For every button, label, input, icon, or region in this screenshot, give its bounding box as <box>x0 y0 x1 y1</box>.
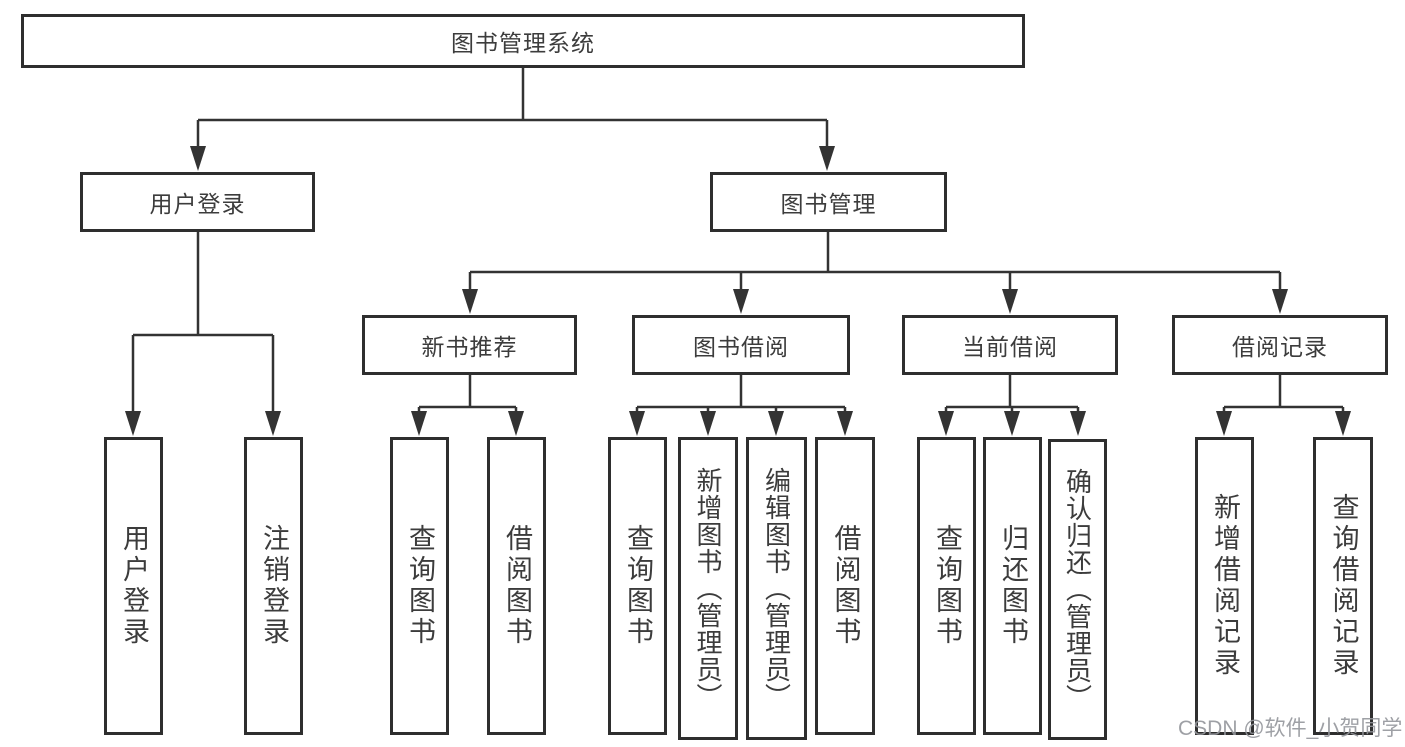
node-borrow-record-label: 借阅记录 <box>1232 334 1328 360</box>
leaf-query-borrow-record: 查询借阅记录 <box>1313 437 1373 735</box>
leaf-logout-label: 注销登录 <box>259 524 289 648</box>
leaf-query-book-1: 查询图书 <box>390 437 449 735</box>
leaf-query-book-2: 查询图书 <box>608 437 667 735</box>
leaf-confirm-return-admin: 确认归还（管理员） <box>1048 439 1107 740</box>
leaf-add-borrow-record: 新增借阅记录 <box>1195 437 1254 735</box>
node-root: 图书管理系统 <box>21 14 1025 68</box>
leaf-query-book-3-label: 查询图书 <box>932 524 962 648</box>
node-new-book-recommend-label: 新书推荐 <box>421 334 518 360</box>
node-user-login-label: 用户登录 <box>149 191 246 217</box>
leaf-add-borrow-record-label: 新增借阅记录 <box>1210 493 1240 679</box>
leaf-borrow-book-1: 借阅图书 <box>487 437 546 735</box>
leaf-edit-book-admin-label: 编辑图书（管理员） <box>761 467 792 710</box>
csdn-watermark: CSDN @软件_小贺同学 <box>1178 717 1403 740</box>
leaf-query-book-2-label: 查询图书 <box>623 524 653 648</box>
node-book-management: 图书管理 <box>710 172 947 232</box>
node-current-borrow: 当前借阅 <box>902 315 1118 375</box>
leaf-confirm-return-admin-label: 确认归还（管理员） <box>1062 468 1093 711</box>
node-current-borrow-label: 当前借阅 <box>962 334 1058 360</box>
leaf-query-book-1-label: 查询图书 <box>405 524 435 648</box>
node-book-borrow: 图书借阅 <box>632 315 850 375</box>
leaf-add-book-admin: 新增图书（管理员） <box>678 437 738 740</box>
leaf-return-book: 归还图书 <box>983 437 1042 735</box>
leaf-return-book-label: 归还图书 <box>998 524 1028 648</box>
leaf-borrow-book-1-label: 借阅图书 <box>502 524 532 648</box>
node-new-book-recommend: 新书推荐 <box>362 315 577 375</box>
leaf-borrow-book-2-label: 借阅图书 <box>830 524 861 648</box>
arrowheads <box>125 146 1351 436</box>
leaf-borrow-book-2: 借阅图书 <box>815 437 875 735</box>
node-user-login: 用户登录 <box>80 172 315 232</box>
node-book-management-label: 图书管理 <box>780 191 877 217</box>
node-root-label: 图书管理系统 <box>451 30 595 56</box>
leaf-add-book-admin-label: 新增图书（管理员） <box>693 467 723 710</box>
leaf-user-login: 用户登录 <box>104 437 163 735</box>
node-borrow-record: 借阅记录 <box>1172 315 1388 375</box>
leaf-query-book-3: 查询图书 <box>917 437 976 735</box>
node-book-borrow-label: 图书借阅 <box>693 334 789 360</box>
leaf-query-borrow-record-label: 查询借阅记录 <box>1328 493 1359 679</box>
leaf-logout: 注销登录 <box>244 437 303 735</box>
leaf-edit-book-admin: 编辑图书（管理员） <box>746 437 807 740</box>
leaf-user-login-label: 用户登录 <box>119 524 149 648</box>
